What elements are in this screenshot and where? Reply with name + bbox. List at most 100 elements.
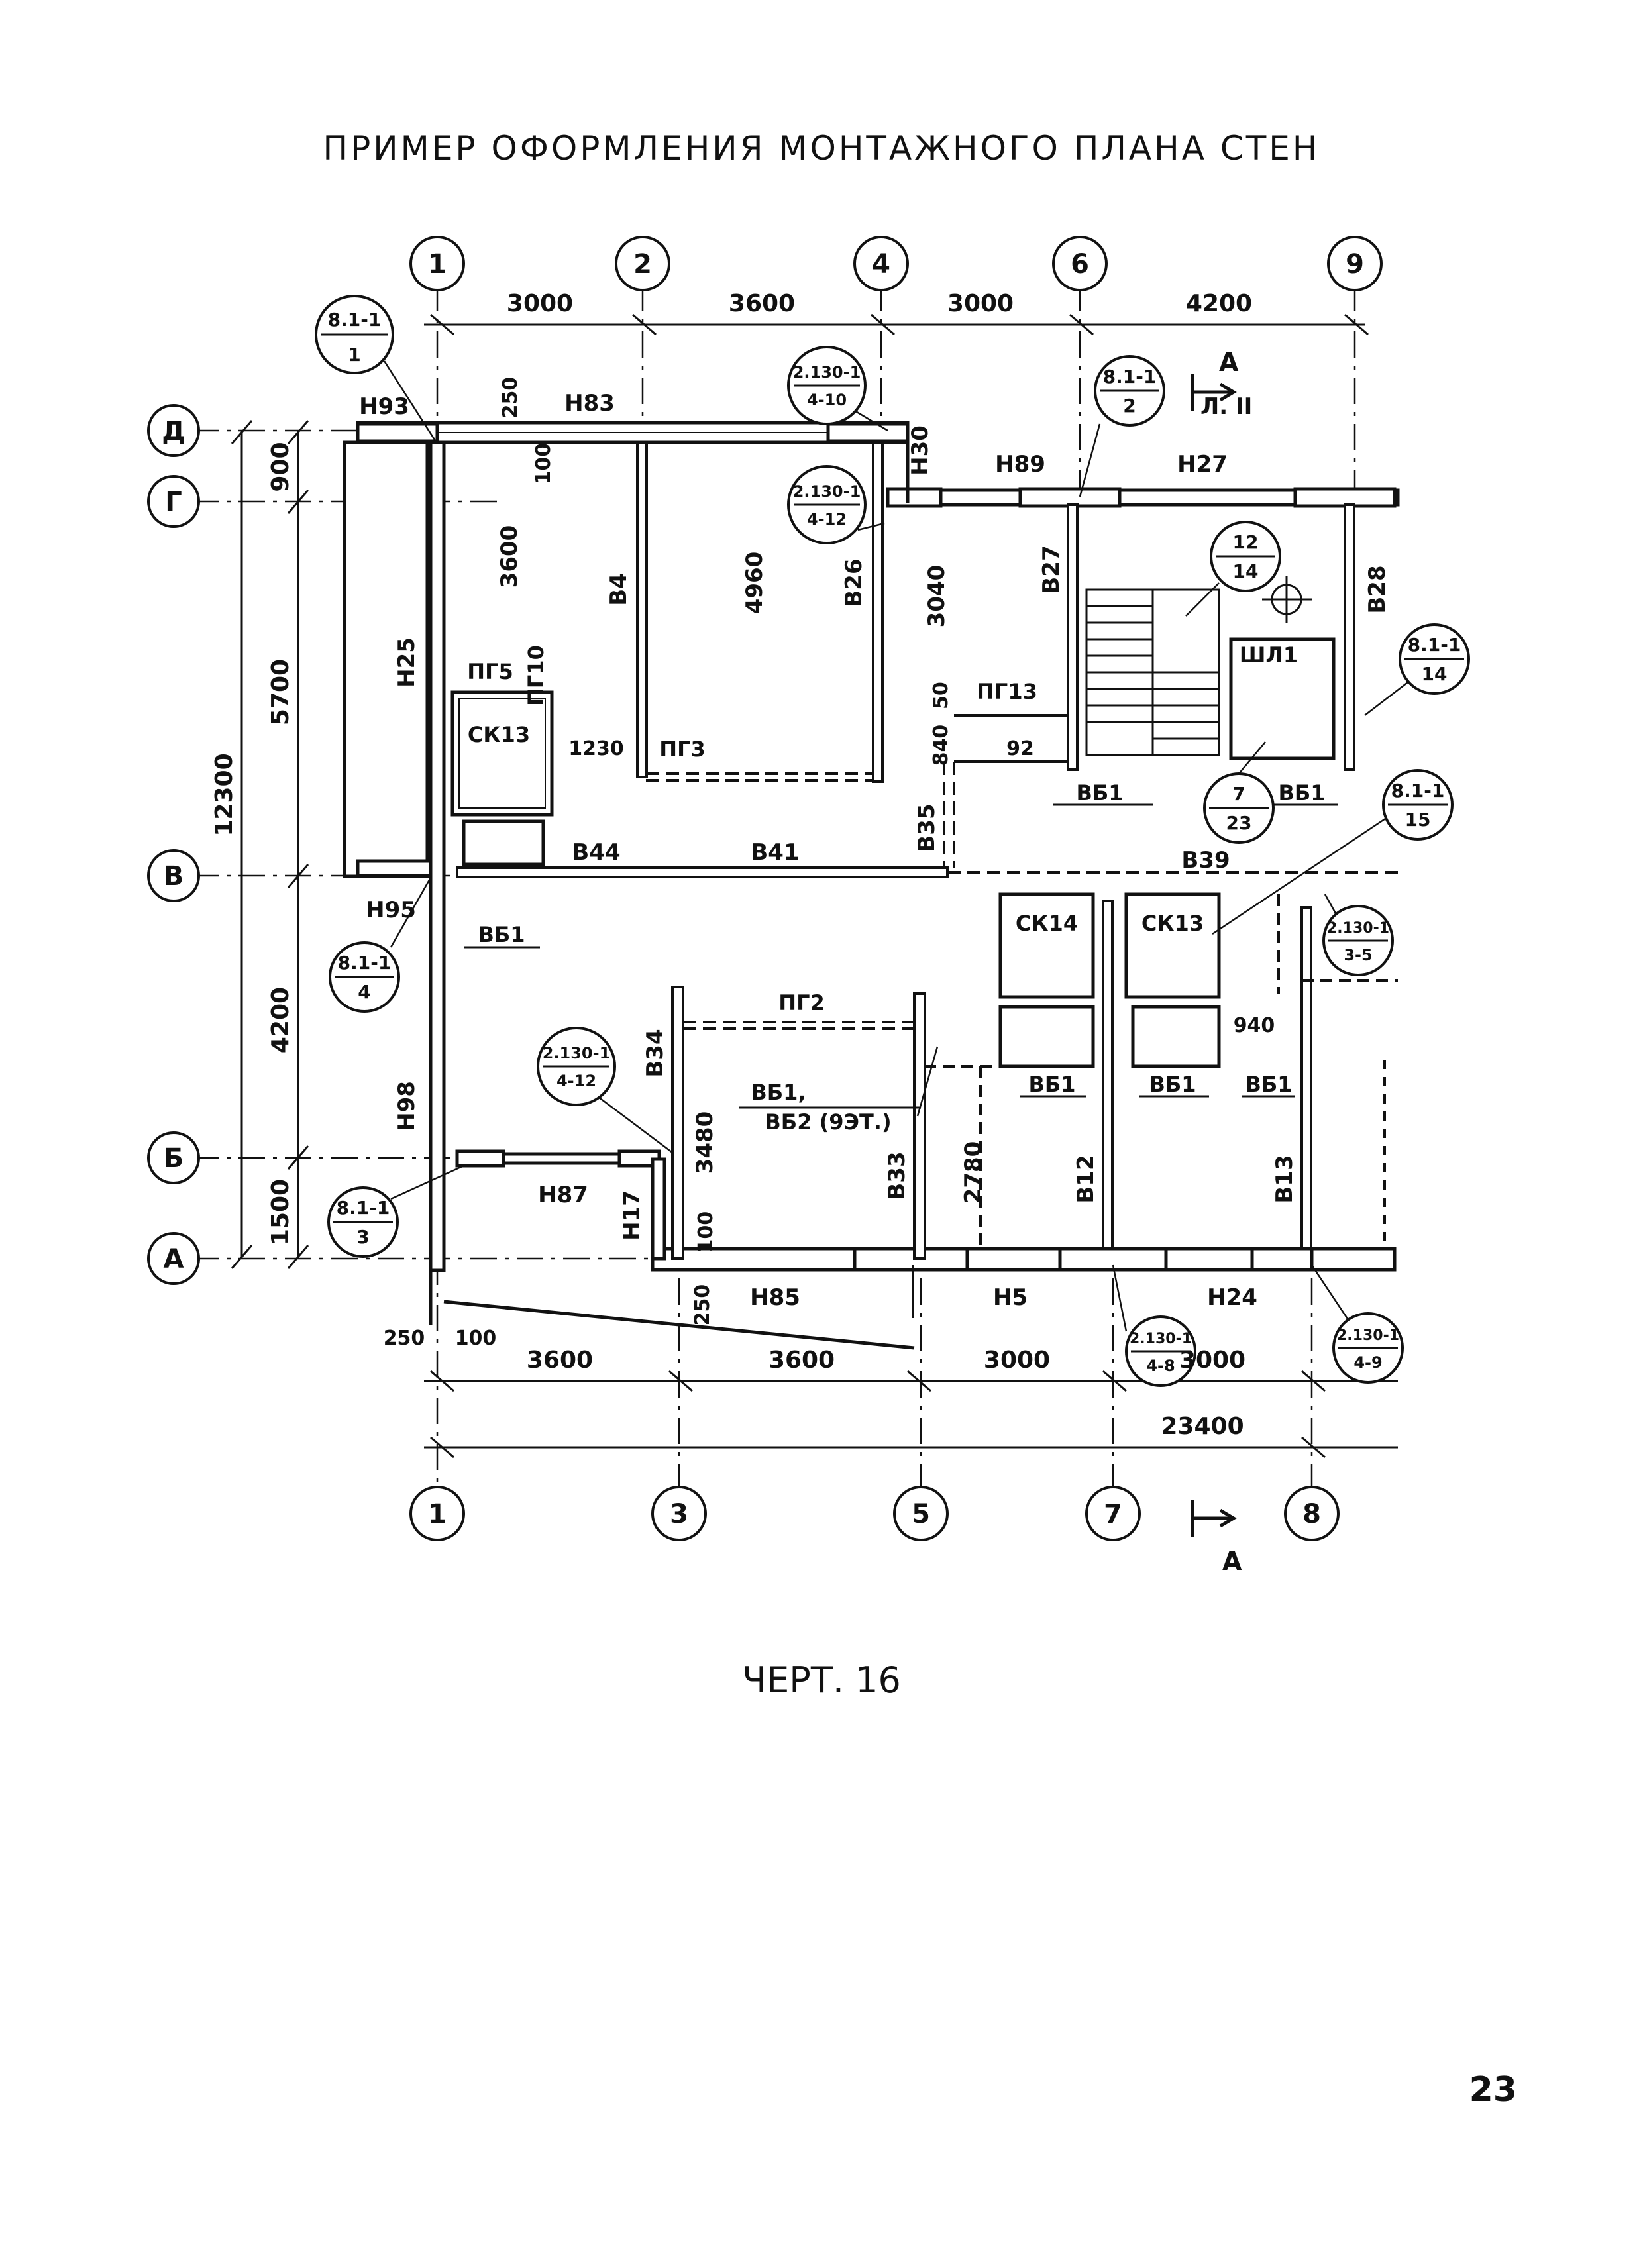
section-letter-bottom: А (1222, 1547, 1242, 1576)
dim-250-bottom: 250 (691, 1284, 714, 1326)
section-letter-top: А (1219, 348, 1239, 377)
callout-9-top: 8.1-1 (338, 952, 392, 974)
dim-4960: 4960 (741, 552, 768, 615)
wall-n93: Н93 (359, 393, 409, 420)
callout-8-bottom: 15 (1405, 809, 1431, 831)
axis-bottom-8: 8 (1302, 1499, 1321, 1529)
callout-12-top: 8.1-1 (337, 1197, 390, 1219)
wall-v41: В41 (751, 839, 799, 866)
dim-100-top: 100 (532, 443, 555, 485)
dim-250-top: 250 (499, 377, 522, 419)
dim-840: 840 (929, 725, 953, 766)
axis-bottom-3: 3 (670, 1499, 688, 1529)
wall-n24: Н24 (1207, 1284, 1257, 1311)
callout-2-bottom: 4-10 (807, 391, 847, 409)
callout-10-top: 2.130-1 (1327, 920, 1389, 937)
dim-left-900: 900 (267, 442, 294, 491)
callout-1-bottom: 1 (348, 344, 360, 366)
staircase (1085, 576, 1312, 756)
label-vb1-stair: ВБ1 (1076, 780, 1123, 805)
callout-13-bottom: 4-8 (1146, 1357, 1175, 1375)
label-sk13b: СК13 (1141, 911, 1204, 936)
dim-1230: 1230 (568, 737, 624, 760)
wall-n27: Н27 (1177, 451, 1228, 478)
wall-v35: В35 (914, 803, 940, 852)
callout-13-top: 2.130-1 (1130, 1331, 1192, 1347)
dim-bottom-4: 3000 (1179, 1347, 1246, 1374)
callout-11-bottom: 4-12 (556, 1072, 596, 1090)
wall-v44: В44 (572, 839, 620, 866)
wall-v13: В13 (1271, 1155, 1298, 1203)
wall-v12: В12 (1073, 1155, 1099, 1203)
label-pg10: ПГ10 (523, 645, 549, 706)
wall-v27: В27 (1038, 545, 1065, 593)
dim-92: 92 (1006, 737, 1034, 760)
dim-total: 23400 (1161, 1413, 1244, 1440)
dim-top-4: 4200 (1186, 290, 1252, 317)
wall-v39: В39 (1181, 847, 1230, 874)
callout-4-bottom: 2 (1123, 395, 1136, 417)
axis-top-4: 4 (872, 249, 890, 280)
axis-bottom-7: 7 (1104, 1499, 1122, 1529)
dim-left-1500: 1500 (267, 1179, 294, 1245)
label-pg3: ПГ3 (659, 737, 705, 762)
page-title: ПРИМЕР ОФОРМЛЕНИЯ МОНТАЖНОГО ПЛАНА СТЕН (323, 129, 1320, 168)
label-pg5: ПГ5 (467, 659, 513, 684)
sanitary-cabins (450, 637, 1336, 1068)
axis-top-9: 9 (1346, 249, 1364, 280)
callout-9-bottom: 4 (358, 981, 370, 1003)
label-vb1-sk13: ВБ1 (1149, 1072, 1196, 1097)
label-shl1: ШЛ1 (1240, 643, 1298, 668)
outer-walls (343, 421, 1400, 1350)
dim-100-left: 100 (455, 1327, 497, 1350)
callout-12-bottom: 3 (356, 1226, 369, 1248)
dim-3600: 3600 (496, 525, 523, 588)
label-vb2: ВБ2 (9ЭТ.) (765, 1109, 891, 1135)
wall-n98: Н98 (394, 1081, 420, 1131)
dim-bottom-2: 3600 (768, 1347, 835, 1374)
wall-n25: Н25 (394, 637, 420, 688)
label-vb1-shaft: ВБ1 (1278, 780, 1325, 805)
label-pg2: ПГ2 (778, 990, 824, 1015)
dim-left-overall: 12300 (211, 753, 238, 836)
label-vb1-right: ВБ1 (1245, 1072, 1292, 1097)
dim-2780: 2780 (960, 1141, 986, 1204)
wall-n95: Н95 (366, 897, 416, 923)
dim-940: 940 (1234, 1014, 1275, 1037)
axis-left-V: В (164, 861, 184, 892)
callout-14-top: 2.130-1 (1337, 1327, 1399, 1344)
wall-n83: Н83 (564, 390, 615, 417)
wall-n5: Н5 (993, 1284, 1028, 1311)
callout-14-bottom: 4-9 (1353, 1353, 1382, 1372)
label-vb1-sk14: ВБ1 (1028, 1072, 1075, 1097)
axis-top-6: 6 (1071, 249, 1089, 280)
axis-top-1: 1 (428, 249, 447, 280)
wall-v4: В4 (606, 573, 632, 606)
callout-7-bottom: 23 (1226, 812, 1252, 834)
callout-10-bottom: 3-5 (1344, 946, 1372, 964)
dim-bottom-3: 3000 (984, 1347, 1050, 1374)
axis-left-D: Д (162, 416, 186, 446)
wall-v26: В26 (841, 558, 867, 607)
axis-top-2: 2 (633, 249, 652, 280)
label-vb1-corridor: ВБ1 (478, 922, 525, 947)
dim-top-1: 3000 (507, 290, 573, 317)
wall-v28: В28 (1364, 565, 1391, 613)
label-sk14: СК14 (1016, 911, 1078, 936)
wall-n87: Н87 (538, 1182, 588, 1208)
dim-top-2: 3600 (729, 290, 795, 317)
wall-n85: Н85 (750, 1284, 800, 1311)
axis-left-A: А (164, 1244, 184, 1274)
label-vb1-room: ВБ1, (751, 1080, 806, 1105)
callout-5-bottom: 14 (1233, 560, 1259, 582)
page-number: 23 (1469, 2070, 1517, 2110)
callout-6-bottom: 14 (1422, 663, 1448, 685)
drawing-caption: ЧЕРТ. 16 (742, 1659, 901, 1701)
label-sk13a: СК13 (468, 722, 530, 747)
wall-n17: Н17 (619, 1190, 645, 1241)
callout-4-top: 8.1-1 (1103, 366, 1157, 387)
callout-1-top: 8.1-1 (328, 309, 382, 331)
wall-n30: Н30 (907, 425, 933, 476)
axis-bottom-1: 1 (428, 1499, 447, 1529)
